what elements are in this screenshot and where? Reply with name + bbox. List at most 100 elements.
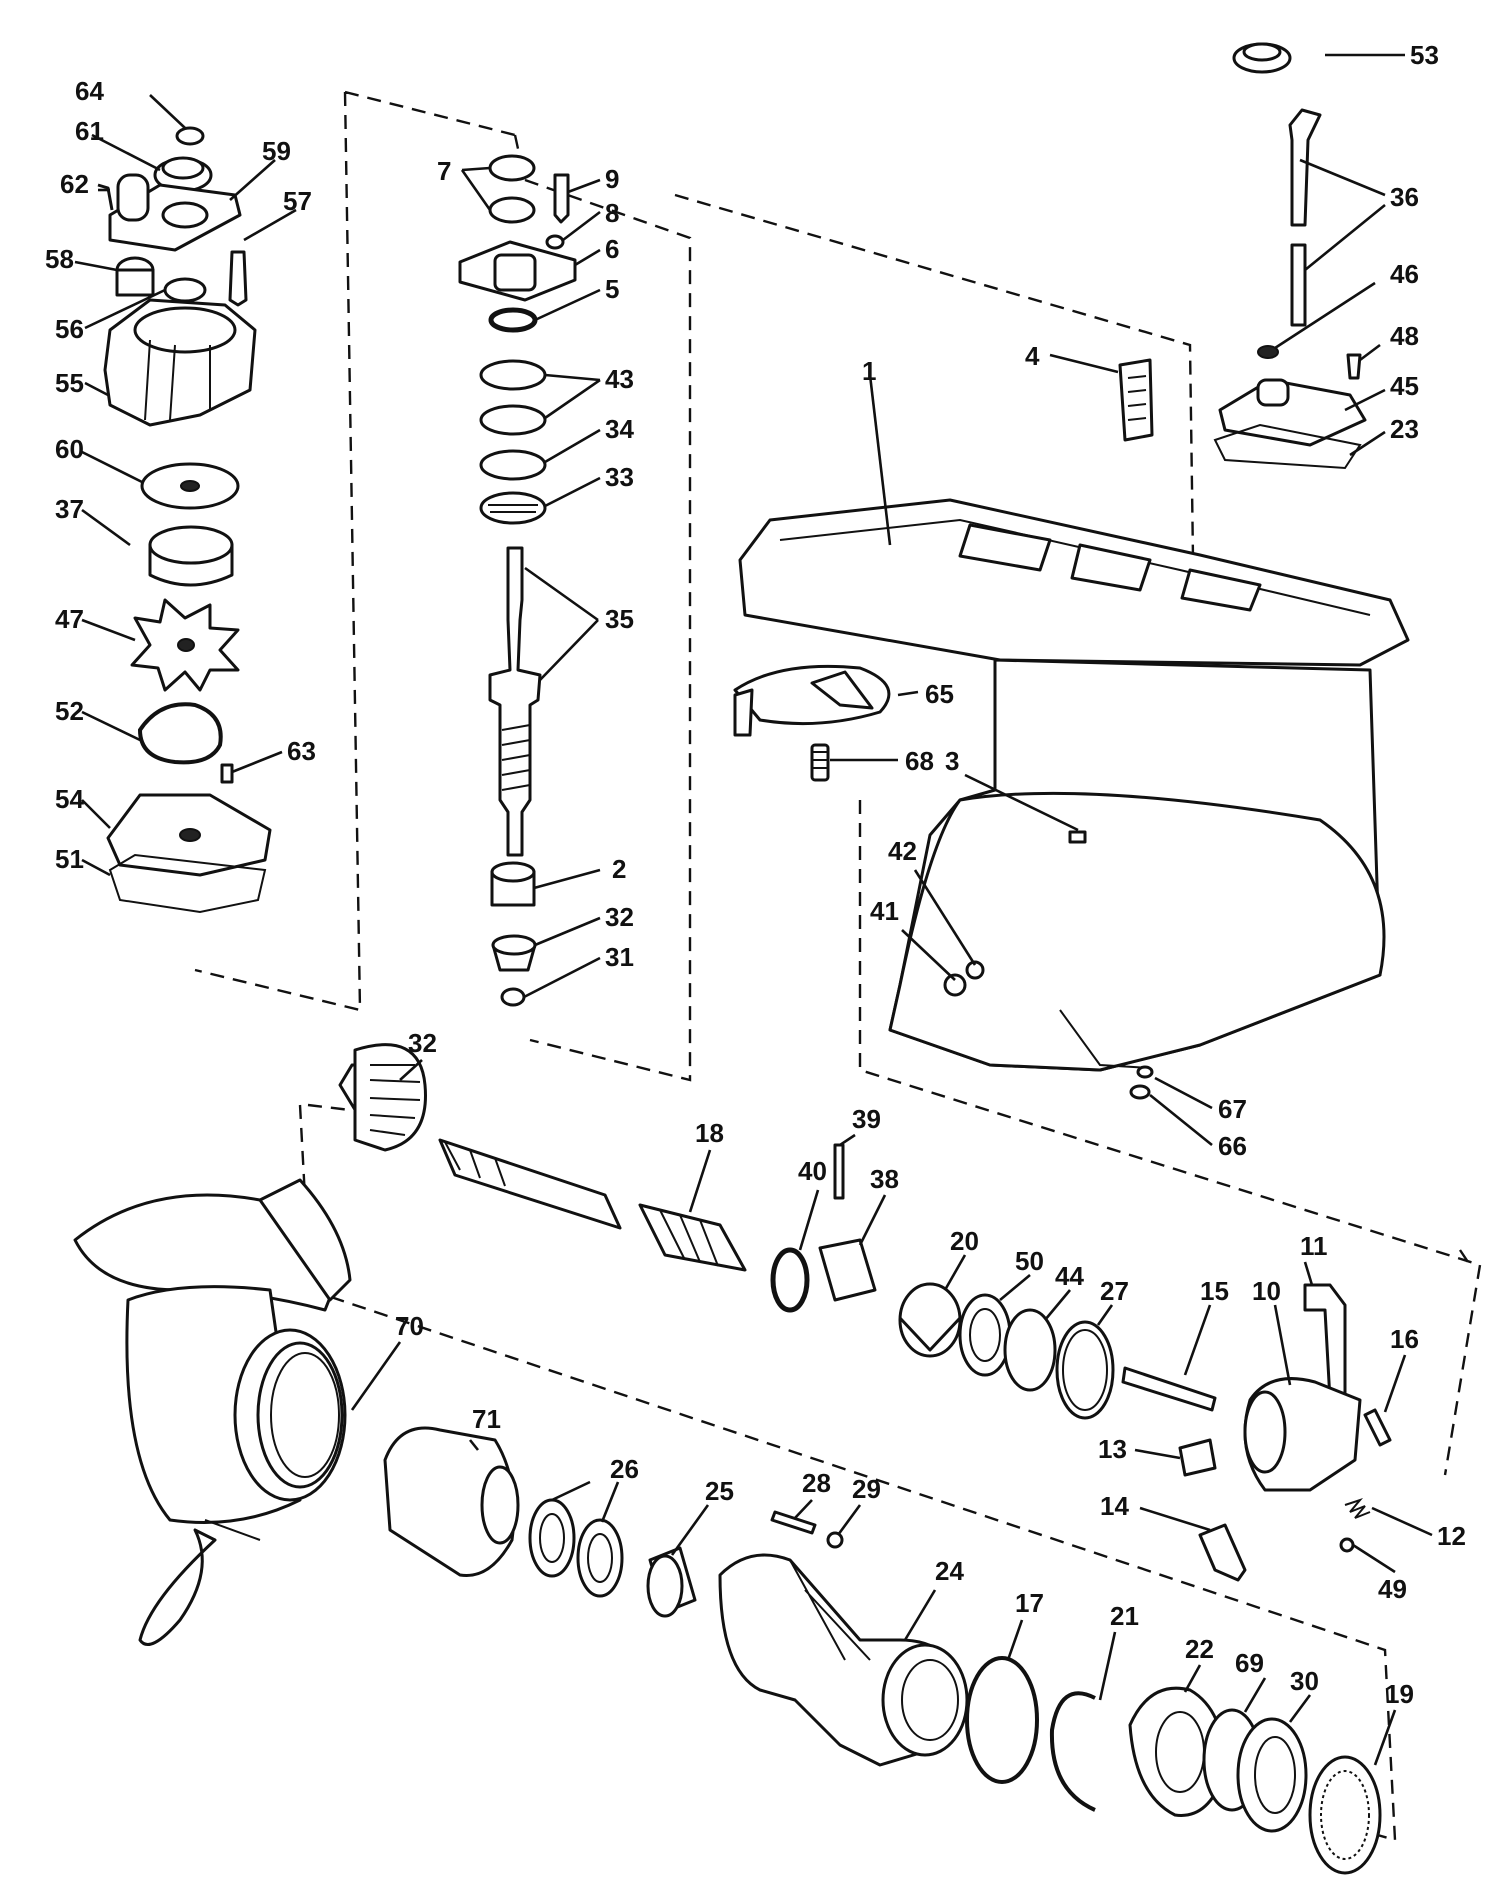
callout-49: 49 [1378, 1574, 1407, 1604]
callout-59: 59 [262, 136, 291, 166]
callout-9: 9 [605, 164, 619, 194]
part-59-cover-boss [116, 173, 150, 222]
part-43-shim-a [479, 359, 547, 391]
part-propeller-shaft [438, 1138, 622, 1230]
callout-41: 41 [870, 896, 899, 926]
part-12-spring [1344, 1497, 1371, 1519]
callout-23: 23 [1390, 414, 1419, 444]
part-36-tube-lower [1290, 243, 1307, 327]
callout-8: 8 [605, 198, 619, 228]
part-36-tube-upper [1288, 108, 1322, 227]
part-1-deck-window-a [958, 523, 1052, 572]
callout-70: 70 [395, 1311, 424, 1341]
callout-10: 10 [1252, 1276, 1281, 1306]
callout-40: 40 [798, 1156, 827, 1186]
part-50-bearing [958, 1293, 1012, 1377]
callout-7: 7 [437, 156, 451, 186]
callout-64: 64 [75, 76, 104, 106]
callout-16: 16 [1390, 1324, 1419, 1354]
part-8-washer [545, 234, 565, 250]
callout-36: 36 [1390, 182, 1419, 212]
part-55-housing-top [133, 306, 237, 354]
part-39-pin [833, 1143, 845, 1200]
water-pump-assembly [97, 126, 272, 914]
part-7-seal-upper [488, 154, 536, 182]
callout-58: 58 [45, 244, 74, 274]
callout-2: 2 [612, 854, 626, 884]
part-67-plug [1136, 1065, 1154, 1079]
propeller-assembly [73, 1178, 1382, 1875]
callout-27: 27 [1100, 1276, 1129, 1306]
part-6-housing-boss [493, 253, 537, 292]
part-41-washer [943, 973, 967, 997]
callout-67: 67 [1218, 1094, 1247, 1124]
callout-51: 51 [55, 844, 84, 874]
gearcase-housing [733, 358, 1410, 1100]
dash-lower-group [307, 1103, 1471, 1266]
part-31-nut [500, 987, 526, 1007]
part-65-anode-bracket [733, 688, 754, 737]
callout-17: 17 [1015, 1588, 1044, 1618]
part-68-screw [810, 743, 830, 782]
part-21-retaining-ring [1049, 1691, 1096, 1812]
callout-22: 22 [1185, 1634, 1214, 1664]
callout-4: 4 [1025, 341, 1040, 371]
callout-56: 56 [55, 314, 84, 344]
part-58-liner-body [115, 268, 155, 297]
part-38-clutch [818, 1238, 877, 1302]
part-42-plug [965, 960, 985, 980]
callout-50: 50 [1015, 1246, 1044, 1276]
part-44-washer [1003, 1308, 1057, 1392]
callout-62: 62 [60, 169, 89, 199]
part-40-spring [770, 1247, 810, 1313]
callout-48: 48 [1390, 321, 1419, 351]
dash-gearcase-group [674, 193, 1482, 1476]
callout-labels: 53 36 46 48 45 23 4 1 64 61 59 62 57 58 … [45, 40, 1466, 1709]
part-43-shim-b [479, 404, 547, 436]
callout-3: 3 [945, 746, 959, 776]
callout-24: 24 [935, 1556, 964, 1586]
part-3-screw [1068, 830, 1087, 844]
part-45-cover [1218, 378, 1367, 447]
callout-60: 60 [55, 434, 84, 464]
callout-61: 61 [75, 116, 104, 146]
part-64-washer [175, 126, 205, 146]
callout-42: 42 [888, 836, 917, 866]
part-1-deck-window-b [1070, 543, 1152, 592]
part-49-ball [1339, 1537, 1355, 1553]
callout-26: 26 [610, 1454, 639, 1484]
part-5-oring [488, 307, 538, 333]
callout-45: 45 [1390, 371, 1419, 401]
part-7-seal-lower [488, 196, 536, 224]
callout-38: 38 [870, 1164, 899, 1194]
callout-18: 18 [695, 1118, 724, 1148]
callout-54: 54 [55, 784, 84, 814]
part-29-washer [826, 1531, 844, 1549]
callout-39: 39 [852, 1104, 881, 1134]
callout-57: 57 [283, 186, 312, 216]
callout-33: 33 [605, 462, 634, 492]
callout-14: 14 [1100, 1491, 1129, 1521]
callout-1: 1 [862, 356, 876, 386]
part-18-clutch-dog [638, 1203, 747, 1272]
callout-63: 63 [287, 736, 316, 766]
water-tube-assembly [1213, 42, 1367, 470]
part-15-shift-rod [1121, 1366, 1217, 1412]
callout-28: 28 [802, 1468, 831, 1498]
callout-47: 47 [55, 604, 84, 634]
part-57-bolt [228, 250, 248, 307]
callout-44: 44 [1055, 1261, 1084, 1291]
part-14-yoke [1198, 1523, 1247, 1582]
part-28-screw [770, 1510, 817, 1535]
part-48-screw [1346, 353, 1362, 380]
callout-68: 68 [905, 746, 934, 776]
driveshaft-stack [458, 154, 577, 1007]
callout-30: 30 [1290, 1666, 1319, 1696]
callout-35: 35 [605, 604, 634, 634]
callout-11: 11 [1300, 1231, 1328, 1261]
propshaft-line [338, 1043, 1392, 1582]
part-61-grommet-top [161, 156, 205, 180]
callout-29: 29 [852, 1474, 881, 1504]
callout-66: 66 [1218, 1131, 1247, 1161]
